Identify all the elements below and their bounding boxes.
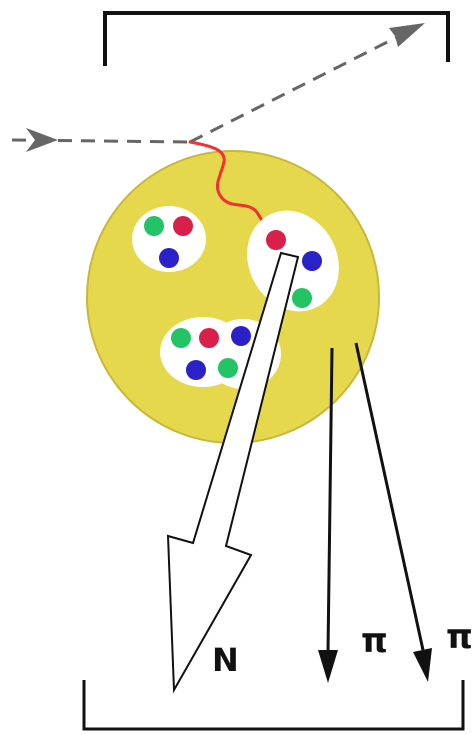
pion-track-1-arrowhead: [318, 650, 338, 683]
quark-red-struck: [266, 230, 286, 250]
quark-green: [144, 216, 164, 236]
pion-label-2: π: [446, 617, 473, 657]
pion-track-2: [356, 343, 423, 650]
quark-blue: [186, 360, 206, 380]
quark-blue: [302, 251, 322, 271]
nucleus: [87, 151, 379, 443]
bottom-detector-bracket: [84, 680, 463, 729]
quark-green: [171, 328, 191, 348]
quark-green: [218, 358, 238, 378]
scattered-beam-arrowhead: [389, 23, 425, 47]
quark-blue: [231, 326, 251, 346]
quark-red: [173, 216, 193, 236]
quark-green: [292, 288, 312, 308]
incoming-beam-arrowhead: [26, 128, 58, 152]
quark-red: [199, 328, 219, 348]
quark-blue: [159, 248, 179, 268]
pion-track-2-arrowhead: [413, 648, 432, 682]
scattered-beam-line: [190, 28, 415, 142]
nucleon-label: N: [212, 641, 239, 679]
pion-label-1: π: [361, 621, 388, 661]
